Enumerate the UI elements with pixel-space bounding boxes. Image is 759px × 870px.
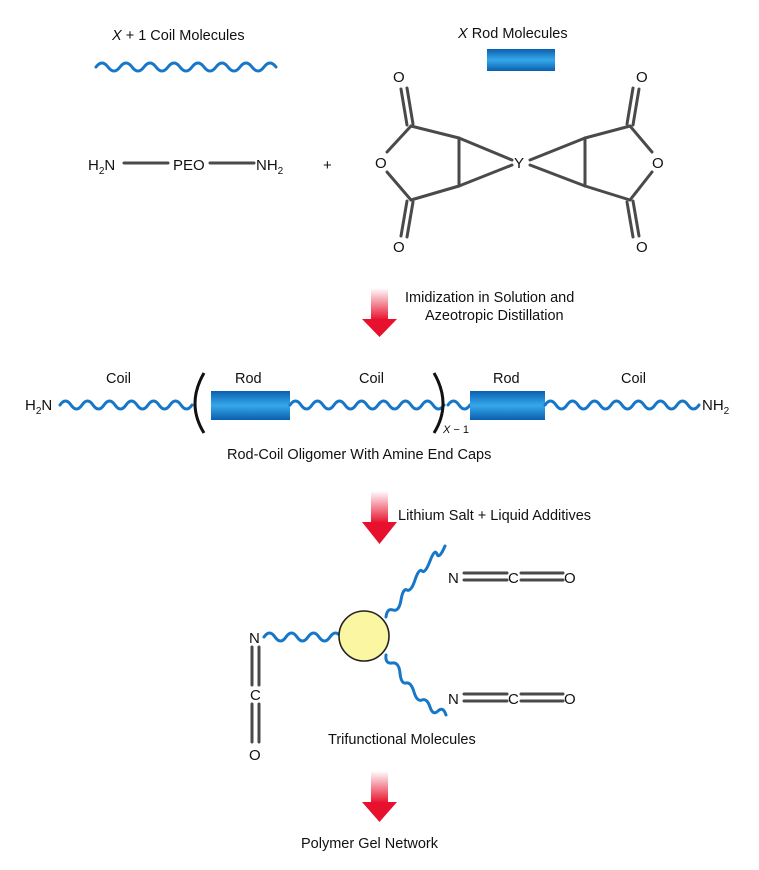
- repeat-bracket-open: [193, 372, 206, 434]
- oligomer-caption: Rod-Coil Oligomer With Amine End Caps: [227, 447, 491, 463]
- left-isocyanate-n: N: [249, 630, 260, 647]
- upper-isocyanate-c: C: [508, 570, 519, 587]
- repeat-subscript: X − 1: [442, 424, 469, 436]
- step1-label-line2: Azeotropic Distillation: [425, 308, 564, 324]
- atom-y-center: Y: [514, 155, 524, 172]
- atom-o-bottom-left: O: [393, 239, 405, 256]
- trifunctional-caption: Trifunctional Molecules: [328, 732, 476, 748]
- oligomer-right-end: NH2: [702, 397, 730, 417]
- coil-molecules-label: X + 1 Coil Molecules: [111, 28, 245, 44]
- oligomer-rod-2: [470, 391, 545, 420]
- trifunctional-arm-left: [262, 631, 343, 643]
- coil-label-3: Coil: [621, 371, 646, 387]
- rod-molecules-text: Rod Molecules: [468, 26, 568, 42]
- plus-sign: +: [323, 157, 332, 174]
- peo-label: PEO: [173, 157, 205, 174]
- trifunctional-arm-lower: [384, 653, 448, 717]
- diamine-left-end: H2N: [88, 157, 115, 177]
- repeat-bracket-close: [432, 372, 445, 434]
- step1-label-line1: Imidization in Solution and: [405, 290, 574, 306]
- trifunctional-core: [338, 610, 390, 662]
- reaction-arrow-2: [362, 491, 397, 544]
- lower-isocyanate-n: N: [448, 691, 459, 708]
- upper-isocyanate-o: O: [564, 570, 576, 587]
- atom-o-ring-right: O: [652, 155, 664, 172]
- left-isocyanate-c: C: [250, 687, 261, 704]
- dianhydride-structure: [385, 86, 654, 239]
- rod-label-1: Rod: [235, 371, 262, 387]
- rod-molecules-label: X Rod Molecules: [457, 26, 568, 42]
- coil-molecule-wave: [94, 61, 278, 73]
- left-isocyanate-o: O: [249, 747, 261, 764]
- oligomer-coil-2: [288, 399, 446, 411]
- coil-molecules-text: + 1 Coil Molecules: [122, 28, 245, 44]
- reaction-arrow-3: [362, 771, 397, 822]
- upper-isocyanate-n: N: [448, 570, 459, 587]
- reaction-arrow-1: [362, 288, 397, 337]
- atom-o-top-right: O: [636, 69, 648, 86]
- coil-label-2: Coil: [359, 371, 384, 387]
- atom-o-ring-left: O: [375, 155, 387, 172]
- lower-isocyanate-o: O: [564, 691, 576, 708]
- atom-o-bottom-right: O: [636, 239, 648, 256]
- oligomer-left-end: H2N: [25, 397, 52, 417]
- product-caption: Polymer Gel Network: [301, 836, 439, 852]
- oligomer-rod-1: [211, 391, 290, 420]
- oligomer-coil-1: [58, 399, 194, 411]
- step2-label: Lithium Salt + Liquid Additives: [398, 508, 591, 524]
- rod-label-2: Rod: [493, 371, 520, 387]
- rod-count-variable: X: [457, 26, 469, 42]
- trifunctional-arm-upper: [384, 544, 447, 619]
- oligomer-coil-4: [543, 399, 701, 411]
- coil-count-variable: X: [111, 28, 123, 44]
- lower-isocyanate-c: C: [508, 691, 519, 708]
- oligomer-coil-3: [446, 399, 472, 411]
- diamine-right-end: NH2: [256, 157, 284, 177]
- atom-o-top-left: O: [393, 69, 405, 86]
- coil-label-1: Coil: [106, 371, 131, 387]
- rod-molecule-block: [487, 49, 555, 71]
